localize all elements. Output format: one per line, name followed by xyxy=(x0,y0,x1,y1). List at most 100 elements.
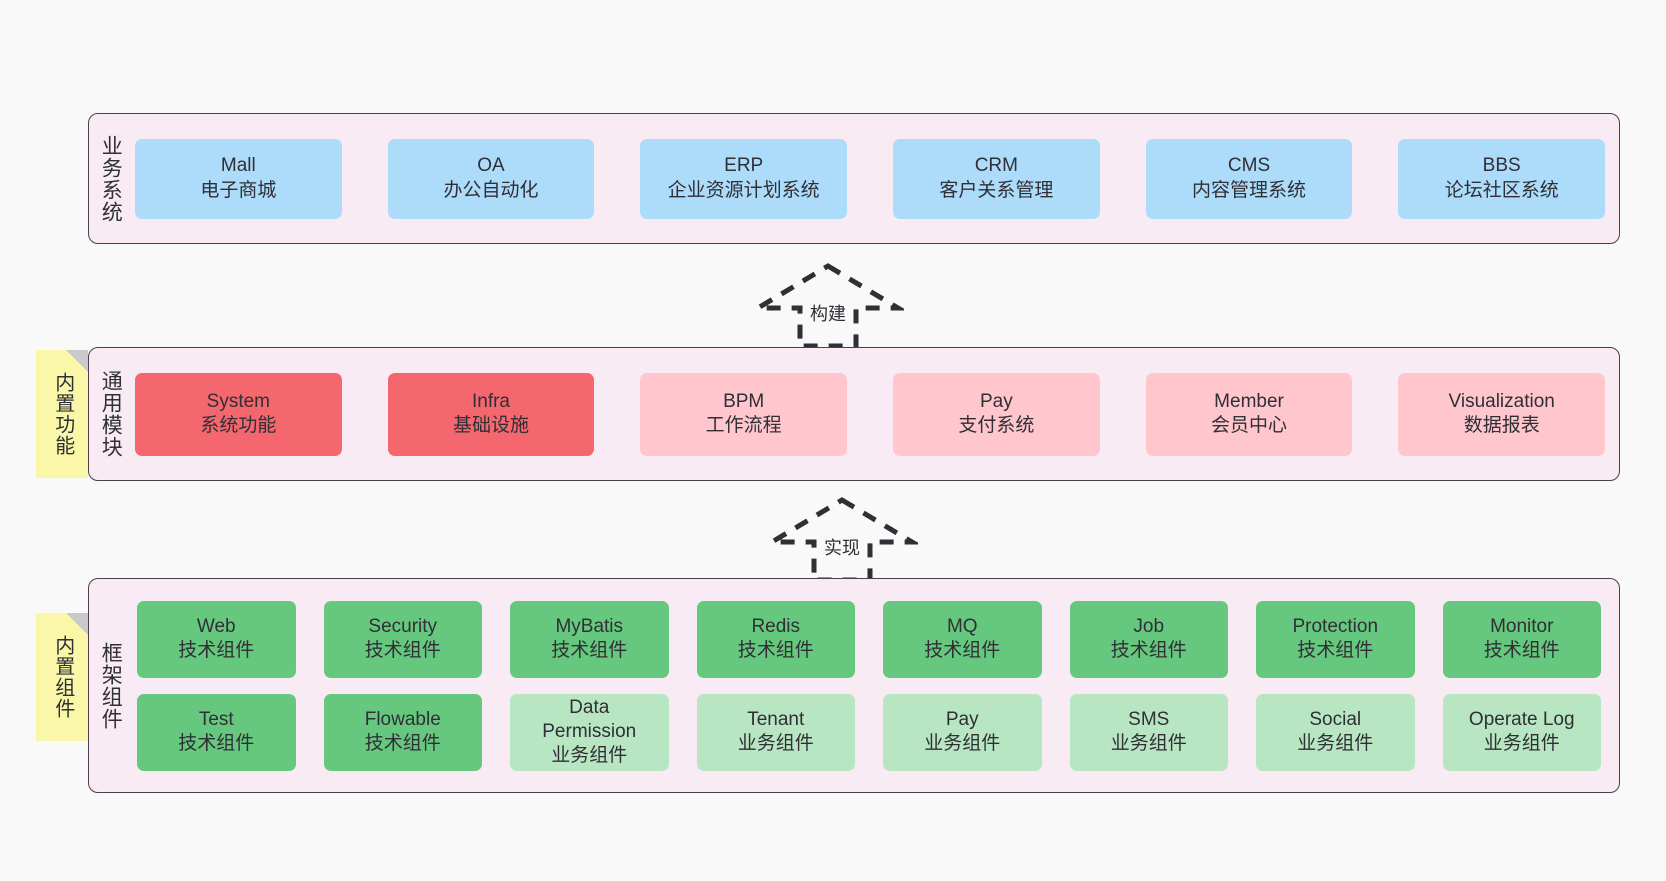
node-title: CMS xyxy=(1227,155,1271,177)
node-subtitle: 客户关系管理 xyxy=(939,179,1054,201)
node-subtitle: 技术组件 xyxy=(924,640,1001,661)
node-subtitle: 业务组件 xyxy=(551,745,628,767)
node-title: OA xyxy=(477,155,505,177)
node-job[interactable]: Job 技术组件 xyxy=(1069,600,1228,678)
implement-arrow-icon xyxy=(762,497,922,583)
node-mybatis[interactable]: MyBatis 技术组件 xyxy=(510,600,669,678)
node-title: Mall xyxy=(220,155,256,177)
node-sms[interactable]: SMS 业务组件 xyxy=(1069,693,1228,771)
note-fold-corner xyxy=(66,613,88,635)
node-title: Test xyxy=(198,708,234,730)
connector-build: 构建 xyxy=(748,262,908,350)
node-operate-log[interactable]: Operate Log 业务组件 xyxy=(1442,693,1601,771)
node-subtitle: 业务组件 xyxy=(924,733,1001,754)
node-subtitle: 技术组件 xyxy=(364,640,441,661)
node-data-permission[interactable]: Data Permission 业务组件 xyxy=(510,693,669,771)
node-title: BPM xyxy=(723,390,765,412)
node-subtitle: 企业资源计划系统 xyxy=(667,179,820,201)
node-subtitle: 技术组件 xyxy=(178,733,255,754)
node-mall[interactable]: Mall 电子商城 xyxy=(135,138,342,219)
node-subtitle: 基础设施 xyxy=(453,415,530,436)
layer-business-system: 业务系统 Mall 电子商城 OA 办公自动化 ERP 企业资源计划系统 xyxy=(88,113,1620,244)
node-title: Monitor xyxy=(1490,615,1554,637)
node-tenant[interactable]: Tenant 业务组件 xyxy=(696,693,855,771)
node-row: Web 技术组件 Security 技术组件 MyBatis 技术组件 Redi… xyxy=(137,600,1601,678)
node-title: Member xyxy=(1214,390,1284,412)
node-subtitle: 业务组件 xyxy=(1297,733,1374,754)
node-flowable[interactable]: Flowable 技术组件 xyxy=(323,693,482,771)
node-title: Data Permission xyxy=(542,696,637,742)
node-oa[interactable]: OA 办公自动化 xyxy=(387,138,595,219)
node-cms[interactable]: CMS 内容管理系统 xyxy=(1145,138,1353,219)
layer-common-module: 通用模块 System 系统功能 Infra 基础设施 BPM 工作流程 xyxy=(88,347,1620,481)
node-social[interactable]: Social 业务组件 xyxy=(1256,693,1415,771)
node-title: Visualization xyxy=(1448,390,1555,412)
layer-body-business: Mall 电子商城 OA 办公自动化 ERP 企业资源计划系统 CRM 客户关系… xyxy=(131,114,1619,243)
node-bbs[interactable]: BBS 论坛社区系统 xyxy=(1398,138,1606,219)
layer-body-framework: Web 技术组件 Security 技术组件 MyBatis 技术组件 Redi… xyxy=(131,579,1619,792)
node-title: ERP xyxy=(724,155,764,177)
node-subtitle: 系统功能 xyxy=(200,415,277,436)
node-title: BBS xyxy=(1482,155,1521,177)
node-row: Mall 电子商城 OA 办公自动化 ERP 企业资源计划系统 CRM 客户关系… xyxy=(135,138,1606,219)
node-title: Web xyxy=(196,615,236,637)
layer-title-business: 业务系统 xyxy=(99,134,123,223)
node-monitor[interactable]: Monitor 技术组件 xyxy=(1442,600,1601,678)
node-subtitle: 业务组件 xyxy=(737,733,814,754)
node-subtitle: 技术组件 xyxy=(364,733,441,754)
note-label: 内置组件 xyxy=(51,635,74,719)
node-infra[interactable]: Infra 基础设施 xyxy=(387,372,595,456)
node-subtitle: 业务组件 xyxy=(1110,733,1187,754)
node-subtitle: 论坛社区系统 xyxy=(1444,179,1559,201)
node-title: Pay xyxy=(979,390,1013,412)
node-title: Redis xyxy=(751,615,801,637)
node-subtitle: 电子商城 xyxy=(200,179,277,201)
connector-implement-label: 实现 xyxy=(824,538,860,558)
node-crm[interactable]: CRM 客户关系管理 xyxy=(893,138,1100,219)
node-title: Social xyxy=(1309,708,1362,730)
node-subtitle: 办公自动化 xyxy=(443,179,539,201)
node-subtitle: 支付系统 xyxy=(958,415,1035,436)
node-subtitle: 工作流程 xyxy=(705,415,782,436)
node-subtitle: 技术组件 xyxy=(1110,640,1187,661)
node-system[interactable]: System 系统功能 xyxy=(135,372,342,456)
node-bpm[interactable]: BPM 工作流程 xyxy=(640,372,848,456)
node-title: Security xyxy=(368,615,438,637)
node-subtitle: 技术组件 xyxy=(551,640,628,661)
node-member[interactable]: Member 会员中心 xyxy=(1145,372,1353,456)
node-protection[interactable]: Protection 技术组件 xyxy=(1256,600,1415,678)
node-title: System xyxy=(206,390,271,412)
node-title: Pay xyxy=(945,708,979,730)
node-title: Job xyxy=(1133,615,1165,637)
node-title: Operate Log xyxy=(1468,708,1575,730)
node-subtitle: 内容管理系统 xyxy=(1192,179,1307,201)
layer-framework-component: 框架组件 Web 技术组件 Security 技术组件 MyBatis 技术组件 xyxy=(88,578,1620,793)
node-title: Tenant xyxy=(747,708,805,730)
node-subtitle: 技术组件 xyxy=(737,640,814,661)
note-label: 内置功能 xyxy=(51,372,74,456)
node-redis[interactable]: Redis 技术组件 xyxy=(696,600,855,678)
node-subtitle: 技术组件 xyxy=(1297,640,1374,661)
node-title: CRM xyxy=(974,155,1018,177)
node-row: System 系统功能 Infra 基础设施 BPM 工作流程 Pay 支付系统 xyxy=(135,372,1606,456)
node-security[interactable]: Security 技术组件 xyxy=(323,600,482,678)
build-arrow-icon xyxy=(748,263,908,349)
node-mq[interactable]: MQ 技术组件 xyxy=(883,600,1042,678)
node-title: Protection xyxy=(1292,615,1379,637)
node-title: SMS xyxy=(1128,708,1170,730)
node-visualization[interactable]: Visualization 数据报表 xyxy=(1398,372,1606,456)
node-test[interactable]: Test 技术组件 xyxy=(137,693,296,771)
node-pay[interactable]: Pay 支付系统 xyxy=(893,372,1100,456)
node-web[interactable]: Web 技术组件 xyxy=(137,600,296,678)
note-fold-corner xyxy=(66,350,88,372)
node-subtitle: 技术组件 xyxy=(178,640,255,661)
node-title: Infra xyxy=(471,390,511,412)
layer-title-common: 通用模块 xyxy=(99,370,123,458)
node-erp[interactable]: ERP 企业资源计划系统 xyxy=(640,138,848,219)
connector-implement: 实现 xyxy=(762,496,922,584)
node-subtitle: 业务组件 xyxy=(1483,733,1560,754)
node-row: Test 技术组件 Flowable 技术组件 Data Permission … xyxy=(137,693,1601,771)
node-subtitle: 技术组件 xyxy=(1483,640,1560,661)
node-pay-component[interactable]: Pay 业务组件 xyxy=(883,693,1042,771)
